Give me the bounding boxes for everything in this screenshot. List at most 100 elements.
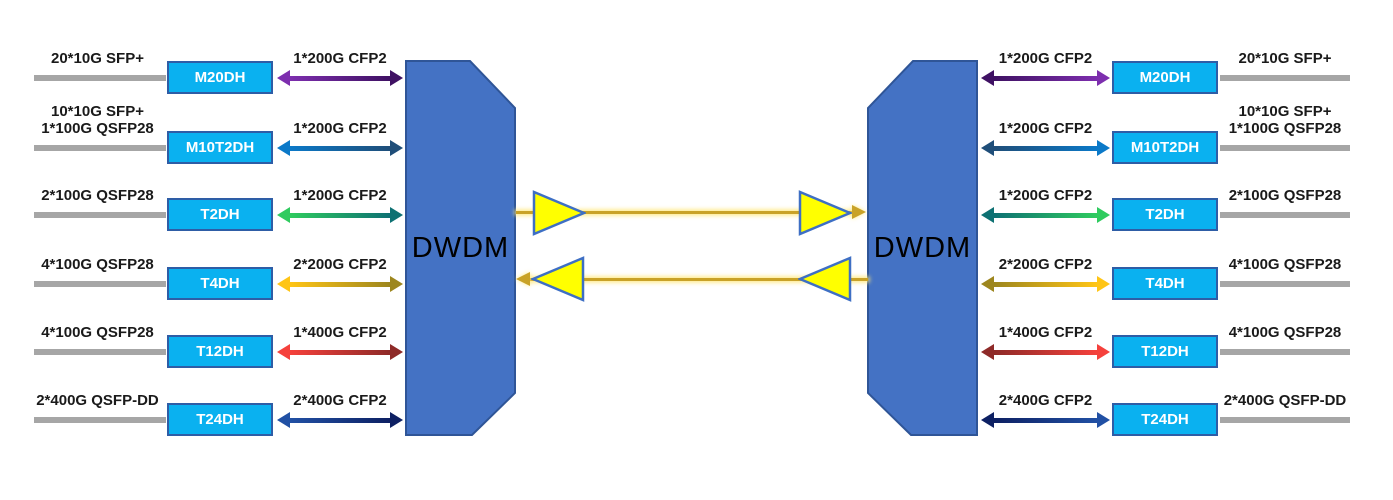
dwdm-shape: [405, 60, 516, 436]
module-box: T24DH: [1112, 403, 1218, 436]
arrowhead-icon: [390, 140, 403, 156]
arrowhead-icon: [390, 412, 403, 428]
client-port-arrow: [1220, 344, 1350, 360]
arrow-shaft: [34, 281, 166, 287]
arrow-shaft: [34, 75, 166, 81]
arrow-shaft: [994, 417, 1097, 423]
line-port-label: 1*200G CFP2: [998, 50, 1093, 68]
amplifier-triangle: [531, 256, 585, 302]
transponder-row: 10*10G SFP+ 1*100G QSFP28 M10T2DH 1*200G…: [0, 104, 1393, 188]
module-name: T4DH: [1145, 275, 1185, 292]
transponder-row: 2*400G QSFP-DD T24DH 2*400G CFP2 2*400G …: [0, 380, 1393, 460]
line-port-label: 2*400G CFP2: [998, 392, 1093, 410]
client-port-arrow: [34, 70, 166, 86]
arrowhead-icon: [390, 207, 403, 223]
client-port-arrow: [34, 207, 166, 223]
arrow-shaft: [1220, 281, 1350, 287]
module-box: T4DH: [1112, 267, 1218, 300]
line-port-label: 1*400G CFP2: [293, 324, 387, 342]
module-box: T12DH: [167, 335, 273, 368]
client-ports-label: 20*10G SFP+: [1238, 50, 1332, 68]
arrowhead-icon: [981, 207, 994, 223]
arrowhead-icon: [390, 276, 403, 292]
transponder-row: 20*10G SFP+ M20DH 1*200G CFP2 1*200G CFP…: [0, 38, 1393, 118]
transponder-row: 2*100G QSFP28 T2DH 1*200G CFP2 1*200G CF…: [0, 175, 1393, 255]
arrowhead-icon: [1097, 344, 1110, 360]
arrow-shaft: [34, 417, 166, 423]
client-ports-label: 10*10G SFP+ 1*100G QSFP28: [1228, 103, 1342, 138]
module-box: T4DH: [167, 267, 273, 300]
arrowhead-icon: [277, 344, 290, 360]
line-port-label: 1*200G CFP2: [293, 187, 387, 205]
line-port-label: 1*200G CFP2: [293, 120, 387, 138]
fiber-arrowhead-icon: [516, 272, 530, 286]
arrow-shaft: [994, 145, 1097, 151]
dwdm-link-arrow: [981, 344, 1110, 360]
module-box: T2DH: [167, 198, 273, 231]
arrow-shaft: [1220, 349, 1350, 355]
arrow-shaft: [34, 212, 166, 218]
client-ports-label: 2*400G QSFP-DD: [1223, 392, 1347, 410]
arrowhead-icon: [1097, 412, 1110, 428]
client-ports-label: 4*100G QSFP28: [1228, 324, 1342, 342]
dwdm-link-arrow: [277, 207, 403, 223]
arrowhead-icon: [981, 276, 994, 292]
arrow-shaft: [290, 212, 390, 218]
client-port-arrow: [34, 412, 166, 428]
client-ports-label: 2*400G QSFP-DD: [36, 392, 159, 410]
line-port-label: 1*200G CFP2: [998, 187, 1093, 205]
client-ports-label: 2*100G QSFP28: [1228, 187, 1342, 205]
dwdm-link-arrow: [277, 140, 403, 156]
module-box: M10T2DH: [167, 131, 273, 164]
module-name: M10T2DH: [1130, 139, 1200, 156]
arrow-shaft: [994, 75, 1097, 81]
fiber-line-westbound: [529, 278, 868, 281]
dwdm-link-arrow: [981, 276, 1110, 292]
client-ports-label: 4*100G QSFP28: [41, 256, 154, 274]
dwdm-label: DWDM: [873, 231, 972, 264]
amplifier-icon: [798, 190, 852, 236]
arrow-shaft: [994, 281, 1097, 287]
client-port-arrow: [1220, 140, 1350, 156]
dwdm-link-arrow: [981, 207, 1110, 223]
client-ports-label: 10*10G SFP+ 1*100G QSFP28: [41, 103, 154, 138]
arrowhead-icon: [390, 70, 403, 86]
arrow-shaft: [290, 417, 390, 423]
module-name: M20DH: [194, 69, 246, 86]
arrow-shaft: [1220, 145, 1350, 151]
fiber-line-eastbound: [516, 211, 854, 214]
line-port-label: 1*400G CFP2: [998, 324, 1093, 342]
module-name: T12DH: [196, 343, 244, 360]
arrowhead-icon: [981, 140, 994, 156]
dwdm-mux-left: DWDM: [404, 59, 517, 437]
module-name: T4DH: [200, 275, 240, 292]
client-port-arrow: [1220, 207, 1350, 223]
fiber-arrowhead-icon: [852, 205, 866, 219]
arrowhead-icon: [1097, 70, 1110, 86]
module-name: T12DH: [1141, 343, 1189, 360]
module-box: T2DH: [1112, 198, 1218, 231]
arrow-shaft: [994, 349, 1097, 355]
module-name: T2DH: [200, 206, 240, 223]
arrowhead-icon: [277, 140, 290, 156]
client-port-arrow: [34, 344, 166, 360]
module-box: M20DH: [1112, 61, 1218, 94]
amplifier-icon: [532, 190, 586, 236]
client-port-arrow: [34, 140, 166, 156]
amplifier-triangle: [798, 256, 852, 302]
line-port-label: 2*200G CFP2: [998, 256, 1093, 274]
module-box: T12DH: [1112, 335, 1218, 368]
arrowhead-icon: [981, 412, 994, 428]
module-box: M20DH: [167, 61, 273, 94]
dwdm-polygon: [405, 60, 516, 436]
dwdm-link-arrow: [981, 140, 1110, 156]
line-port-label: 1*200G CFP2: [998, 120, 1093, 138]
dwdm-link-arrow: [277, 276, 403, 292]
arrow-shaft: [34, 145, 166, 151]
arrow-shaft: [1220, 75, 1350, 81]
module-name: T2DH: [1145, 206, 1185, 223]
dwdm-link-arrow: [277, 344, 403, 360]
dwdm-link-arrow: [981, 412, 1110, 428]
client-ports-label: 4*100G QSFP28: [1228, 256, 1342, 274]
